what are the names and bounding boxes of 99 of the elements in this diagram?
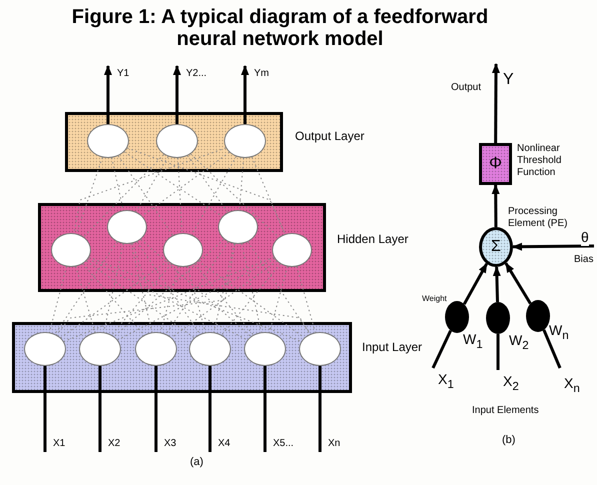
connection-line [132,242,311,334]
arrow [512,242,594,251]
neuron-circle [272,233,312,267]
connection-line [187,266,206,333]
neuron-circle [24,332,66,366]
node-caption: W$_{1}$ [463,331,483,352]
connection-line [114,238,225,337]
connection-line [247,241,310,335]
connection-line [187,155,228,213]
panel-label: (a) [190,456,204,470]
weight-dot [526,300,550,332]
connection-line [117,258,276,340]
connection-line [60,260,168,338]
node-caption: Input Layer [362,340,422,354]
connection-line [194,263,254,336]
neuron-circle [244,332,286,366]
input-line [432,330,452,369]
text-label: Input Elements [472,405,539,417]
node-caption: Hidden Layer [337,232,408,246]
arrow [104,65,112,124]
connection-line [241,243,262,333]
summation-circle [479,227,513,267]
connection-line [135,156,169,212]
text-label: Output [451,82,482,94]
connection-line [86,260,195,338]
connection-line [130,243,152,333]
connection-line [142,152,230,216]
arrow [492,184,500,228]
node-caption: Nonlinear Threshold Function [517,143,562,179]
symbol-text: Φ [489,156,502,172]
connection-line [83,154,164,238]
connection-line [166,241,229,335]
neuron-circle [218,210,258,244]
connection-line [269,266,288,333]
input-line [208,366,212,452]
input-line [98,366,102,452]
layer-box [12,322,352,393]
diagram-title: Figure 1: A typical diagram of a feedforward neural network model [70,6,490,50]
arrow [504,262,532,304]
arrow [173,65,181,124]
connection-line [221,263,281,336]
node-caption: Processing Element (PE) [508,206,568,230]
connection-line [136,241,200,335]
symbol-text: Σ [491,239,501,255]
panel-label: (b) [502,434,516,448]
connection-line [103,243,124,333]
connection-line [190,153,280,238]
node-caption: W$_{2}$ [509,332,529,353]
input-line [542,329,562,369]
input-line [264,366,266,452]
connection-line [111,263,172,336]
arrow [462,262,488,305]
neuron-circle [163,233,203,267]
connection-line [75,266,96,333]
connection-line [82,263,144,336]
connection-line [48,266,68,333]
neuron-circle [87,124,129,158]
edge-label: θ [581,229,589,246]
layer-box [65,112,283,172]
arrow [241,65,249,124]
connection-line [126,148,286,235]
arrow [492,63,500,144]
connection-line [88,256,302,342]
neuron-circle [189,332,231,366]
input-line [44,366,46,452]
node-caption: W$_{n}$ [549,322,569,343]
layer-box [38,203,326,292]
neuron-circle [135,332,177,366]
input-line [154,366,158,452]
node-caption: Weight [422,294,447,304]
neuron-circle [224,124,266,158]
input-line [496,334,500,370]
weight-dot [445,301,469,333]
text-label: Bias [574,254,594,266]
connection-line [198,260,305,338]
connection-line [296,266,316,333]
input-line [318,366,322,452]
weight-dot [486,302,510,334]
neuron-circle [79,332,121,366]
connection-line [63,256,274,342]
node-caption: Output Layer [295,129,364,144]
connection-line [140,238,252,337]
connection-line [118,155,174,236]
neuron-circle [51,233,91,267]
arrow [492,266,501,302]
connection-line [171,260,278,338]
connection-line [160,266,179,333]
connection-line [251,156,286,234]
neuron-circle [299,332,341,366]
connection-line [213,243,235,333]
function-box [479,143,512,185]
neuron-circle [156,124,198,158]
connection-line [177,158,183,234]
connection-line [56,243,236,336]
connection-line [76,156,103,234]
connection-line [238,158,244,210]
connection-line [54,241,118,335]
neuron-circle [107,210,147,244]
connection-line [88,258,248,340]
